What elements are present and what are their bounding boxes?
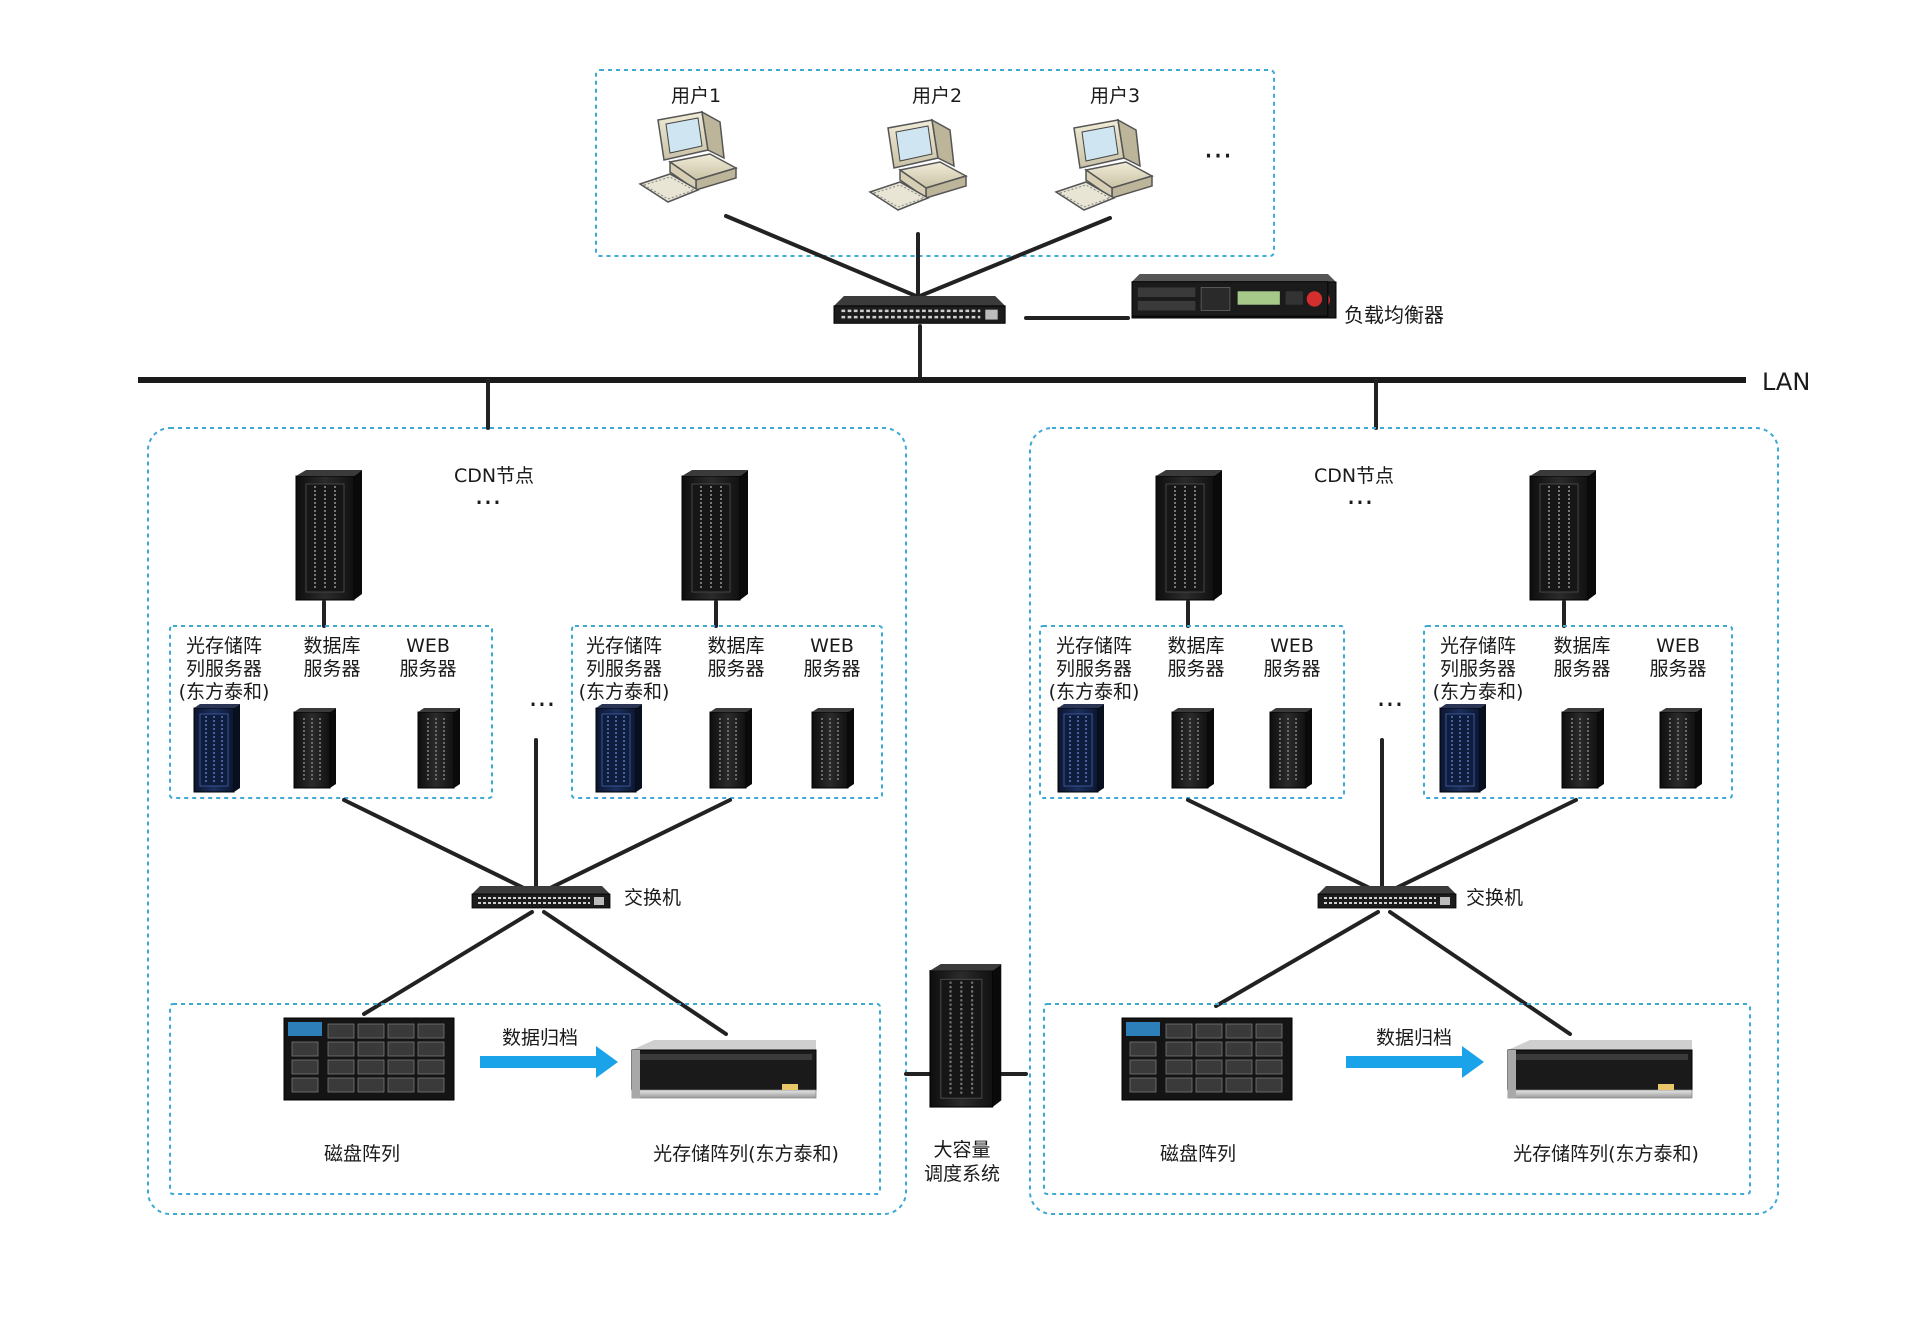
cdn-right-switch-label: 交换机: [1466, 887, 1523, 909]
cdn-left-g1-optical-l1: 光存储阵: [186, 635, 262, 657]
cdn-left-g1-optical-server-icon: [193, 703, 241, 793]
user1-label: 用户1: [671, 85, 721, 107]
wire-right-g1-switch: [1186, 798, 1384, 896]
scheduler-label-line2: 调度系统: [924, 1163, 1000, 1185]
cdn-left-title: CDN节点: [454, 465, 534, 487]
cdn-left-optical-array-icon: [631, 1039, 817, 1099]
wire-left-switch-optical: [542, 910, 728, 1036]
cdn-right-rack1-icon: [1155, 469, 1223, 601]
cdn-left-archive-arrow-icon: [480, 1046, 618, 1078]
cdn-left-g2-web-l2: 服务器: [803, 658, 860, 680]
cdn-right-disk-array-icon: [1121, 1017, 1293, 1101]
cdn-left-disk-array-label: 磁盘阵列: [324, 1143, 400, 1165]
load-balancer-label: 负载均衡器: [1344, 303, 1444, 327]
cdn-left-archive-label: 数据归档: [502, 1027, 578, 1049]
user1-computer-icon: [639, 111, 737, 203]
cdn-left-g2-db-server-icon: [709, 707, 753, 789]
cdn-right-more-mid: ···: [1377, 688, 1404, 721]
user2-label: 用户2: [912, 85, 962, 107]
wire-right-switch-optical: [1388, 910, 1572, 1036]
wire-user1-switch: [724, 214, 918, 298]
cdn-left-rack2-icon: [681, 469, 749, 601]
wire-user3-switch: [918, 216, 1112, 298]
lan-label: LAN: [1762, 368, 1810, 396]
cdn-right-g2-web-l2: 服务器: [1649, 658, 1706, 680]
cdn-right-g2-optical-l3: (东方泰和): [1433, 681, 1524, 703]
cdn-right-g2-optical-l2: 列服务器: [1440, 658, 1516, 680]
cdn-right-g2-db-server-icon: [1561, 707, 1605, 789]
cdn-left-switch-icon: [471, 885, 611, 909]
cdn-right-g2-db-l2: 服务器: [1553, 658, 1610, 680]
cdn-left-group2-frame: [571, 625, 883, 799]
cdn-right-title: CDN节点: [1314, 465, 1394, 487]
cdn-right-archive-arrow-icon: [1346, 1046, 1484, 1078]
cdn-right-g1-db-server-icon: [1171, 707, 1215, 789]
cdn-left-g1-db-server-icon: [293, 707, 337, 789]
cdn-left-g2-db-l1: 数据库: [707, 635, 764, 657]
users-frame: [595, 69, 1275, 257]
cdn-left-g2-optical-l3: (东方泰和): [579, 681, 670, 703]
cdn-right-g1-web-l1: WEB: [1270, 635, 1314, 657]
cdn-right-g1-web-l2: 服务器: [1263, 658, 1320, 680]
cdn-left-switch-label: 交换机: [624, 887, 681, 909]
cdn-left-g1-db-l1: 数据库: [303, 635, 360, 657]
cdn-left-g2-web-l1: WEB: [810, 635, 854, 657]
cdn-right-g1-db-l2: 服务器: [1167, 658, 1224, 680]
wire-left-g1-switch: [342, 798, 538, 896]
cdn-right-g1-db-l1: 数据库: [1167, 635, 1224, 657]
cdn-left-more-mid: ···: [529, 688, 556, 721]
cdn-right-g1-web-server-icon: [1269, 707, 1313, 789]
cdn-right-group1-frame: [1039, 625, 1345, 799]
cdn-right-g1-optical-l3: (东方泰和): [1049, 681, 1140, 703]
cdn-left-more-top: ···: [475, 486, 502, 519]
cdn-left-g1-optical-l3: (东方泰和): [179, 681, 270, 703]
user3-label: 用户3: [1090, 85, 1140, 107]
cdn-right-g1-optical-l2: 列服务器: [1056, 658, 1132, 680]
cdn-left-optical-array-label: 光存储阵列(东方泰和): [653, 1143, 839, 1165]
cdn-left-g1-optical-l2: 列服务器: [186, 658, 262, 680]
wire-left-switch-disk: [362, 910, 534, 1016]
cdn-left-g1-db-l2: 服务器: [303, 658, 360, 680]
wire-right-g2-switch: [1382, 798, 1578, 896]
cdn-left-g1-web-l1: WEB: [406, 635, 450, 657]
core-switch-scale: [832, 294, 1007, 325]
cdn-right-archive-label: 数据归档: [1376, 1027, 1452, 1049]
users-more-dots: ···: [1204, 139, 1233, 174]
cdn-left-frame: [147, 427, 907, 1215]
cdn-left-g2-optical-l1: 光存储阵: [586, 635, 662, 657]
cdn-right-g2-optical-server-icon: [1439, 703, 1487, 793]
cdn-right-g1-optical-l1: 光存储阵: [1056, 635, 1132, 657]
cdn-right-disk-array-label: 磁盘阵列: [1160, 1143, 1236, 1165]
cdn-right-group2-frame: [1423, 625, 1733, 799]
cdn-right-optical-array-icon: [1507, 1039, 1693, 1099]
cdn-right-switch-icon: [1317, 885, 1457, 909]
cdn-right-g2-optical-l1: 光存储阵: [1440, 635, 1516, 657]
cdn-left-rack1-icon: [295, 469, 363, 601]
wire-right-switch-disk: [1214, 910, 1380, 1008]
scheduler-rack-icon: [928, 962, 1003, 1109]
cdn-right-storage-frame: [1043, 1003, 1751, 1195]
cdn-right-more-top: ···: [1347, 486, 1374, 519]
cdn-right-g1-optical-server-icon: [1057, 703, 1105, 793]
cdn-left-g2-db-l2: 服务器: [707, 658, 764, 680]
scheduler-label-line1: 大容量: [933, 1139, 990, 1161]
cdn-left-group1-frame: [169, 625, 493, 799]
cdn-right-g2-db-l1: 数据库: [1553, 635, 1610, 657]
cdn-right-g2-web-server-icon: [1659, 707, 1703, 789]
wire-left-g2-switch: [536, 798, 732, 896]
user2-computer-icon: [869, 119, 967, 211]
cdn-right-rack2-icon: [1529, 469, 1597, 601]
cdn-left-g2-optical-l2: 列服务器: [586, 658, 662, 680]
cdn-right-frame: [1029, 427, 1779, 1215]
cdn-left-g2-optical-server-icon: [595, 703, 643, 793]
cdn-left-g2-web-server-icon: [811, 707, 855, 789]
cdn-left-g1-web-server-icon: [417, 707, 461, 789]
cdn-left-disk-array-icon: [283, 1017, 455, 1101]
cdn-right-optical-array-label: 光存储阵列(东方泰和): [1513, 1143, 1699, 1165]
cdn-left-storage-frame: [169, 1003, 881, 1195]
user3-computer-icon: [1055, 119, 1153, 211]
cdn-right-g2-web-l1: WEB: [1656, 635, 1700, 657]
cdn-left-g1-web-l2: 服务器: [399, 658, 456, 680]
